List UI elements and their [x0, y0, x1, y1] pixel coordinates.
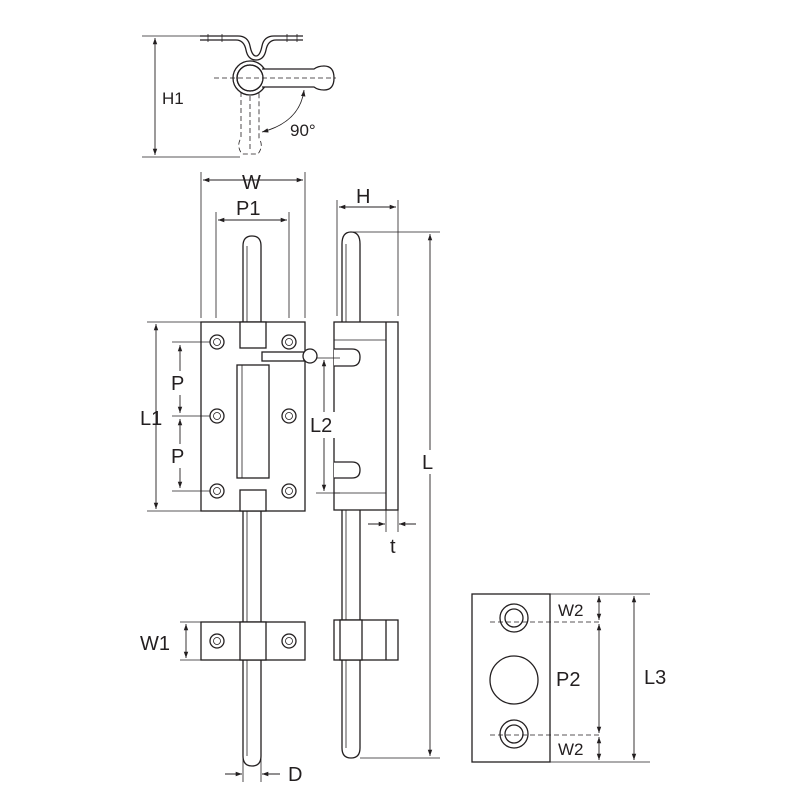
dimension-d-label: D	[288, 764, 302, 786]
side-view: H L2 t L	[308, 186, 440, 759]
dimension-h1-label: H1	[162, 89, 184, 108]
dimension-w1-label: W1	[140, 633, 170, 655]
dimension-l2-label: L2	[310, 415, 332, 437]
dimension-p-upper-label: P	[171, 373, 184, 395]
angle-label: 90°	[290, 121, 316, 140]
dimension-l1-label: L1	[140, 408, 162, 430]
dimension-p2-label: P2	[556, 669, 580, 691]
dimension-w-label: W	[242, 172, 261, 194]
strike-plate-view: W2 P2 W2 L3	[471, 593, 674, 763]
dimension-t-label: t	[390, 536, 396, 558]
top-view: 90° H1	[142, 34, 336, 158]
dimension-w2-bottom-label: W2	[558, 740, 584, 759]
dimension-p1-label: P1	[236, 198, 260, 220]
dimension-l3-label: L3	[644, 667, 666, 689]
screw-holes	[209, 334, 297, 499]
front-view: W P1 L1	[140, 172, 318, 786]
dimension-h-label: H	[356, 186, 370, 208]
dimension-p-lower-label: P	[171, 446, 184, 468]
dimension-l-label: L	[422, 452, 433, 474]
dimension-w2-top-label: W2	[558, 601, 584, 620]
